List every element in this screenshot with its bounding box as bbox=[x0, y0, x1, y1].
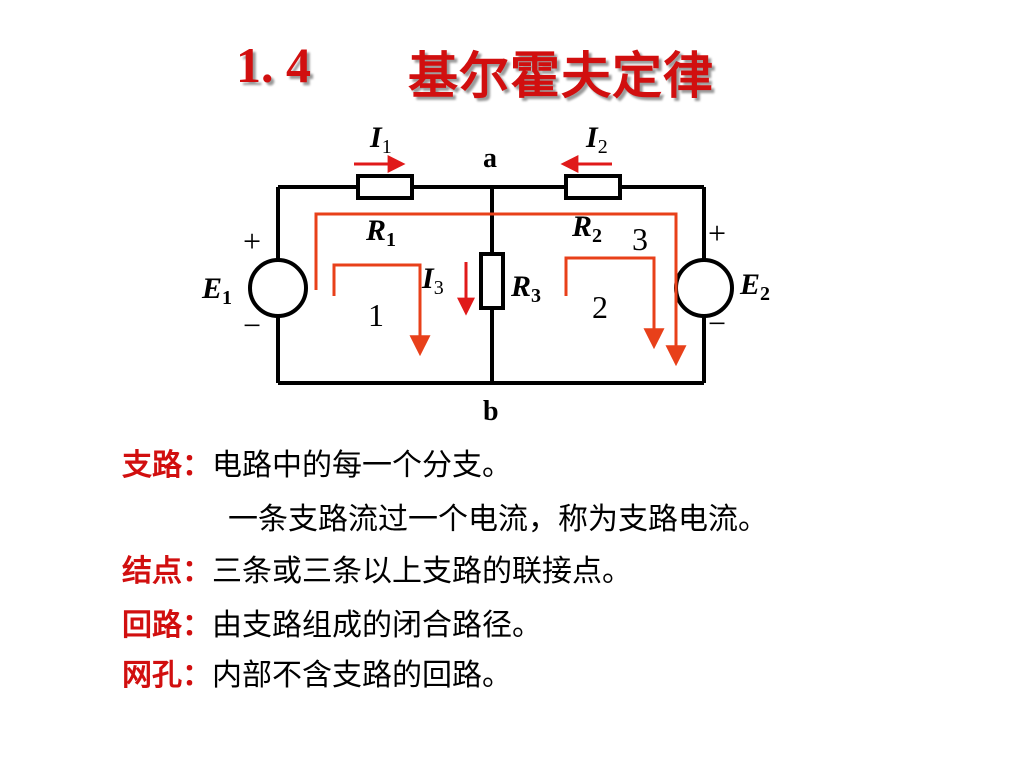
loop-label-3: 3 bbox=[632, 221, 648, 257]
e1-plus-sign: + bbox=[243, 223, 261, 259]
section-title: 基尔霍夫定律 bbox=[408, 48, 714, 104]
loop-arrow-1 bbox=[332, 263, 431, 357]
resistor-r1 bbox=[356, 174, 414, 200]
label-i2: I2 bbox=[585, 121, 608, 158]
source-e1 bbox=[248, 258, 308, 318]
e2-minus-sign: − bbox=[708, 305, 726, 341]
resistor-r3 bbox=[479, 252, 505, 310]
slide-title: 1. 4 基尔霍夫定律 bbox=[0, 28, 1024, 108]
e1-minus-sign: − bbox=[243, 307, 261, 343]
loop-arrow-3 bbox=[314, 212, 687, 367]
label-i3: I3 bbox=[421, 262, 444, 299]
loop-label-1: 1 bbox=[368, 297, 384, 333]
node-a-label: a bbox=[483, 143, 497, 174]
loop-arrow-2 bbox=[564, 256, 665, 350]
wires bbox=[276, 185, 706, 385]
resistor-r2 bbox=[564, 174, 622, 200]
label-r1: R1 bbox=[365, 214, 396, 251]
section-number: 1. 4 bbox=[236, 37, 311, 93]
e2-plus-sign: + bbox=[708, 215, 726, 251]
label-e1: E1 bbox=[201, 272, 232, 309]
label-e2: E2 bbox=[739, 268, 770, 305]
label-r2: R2 bbox=[571, 210, 602, 247]
label-r3: R3 bbox=[510, 270, 541, 307]
node-b-label: b bbox=[483, 396, 499, 427]
loop-label-2: 2 bbox=[592, 289, 608, 325]
label-i1: I1 bbox=[369, 121, 392, 158]
